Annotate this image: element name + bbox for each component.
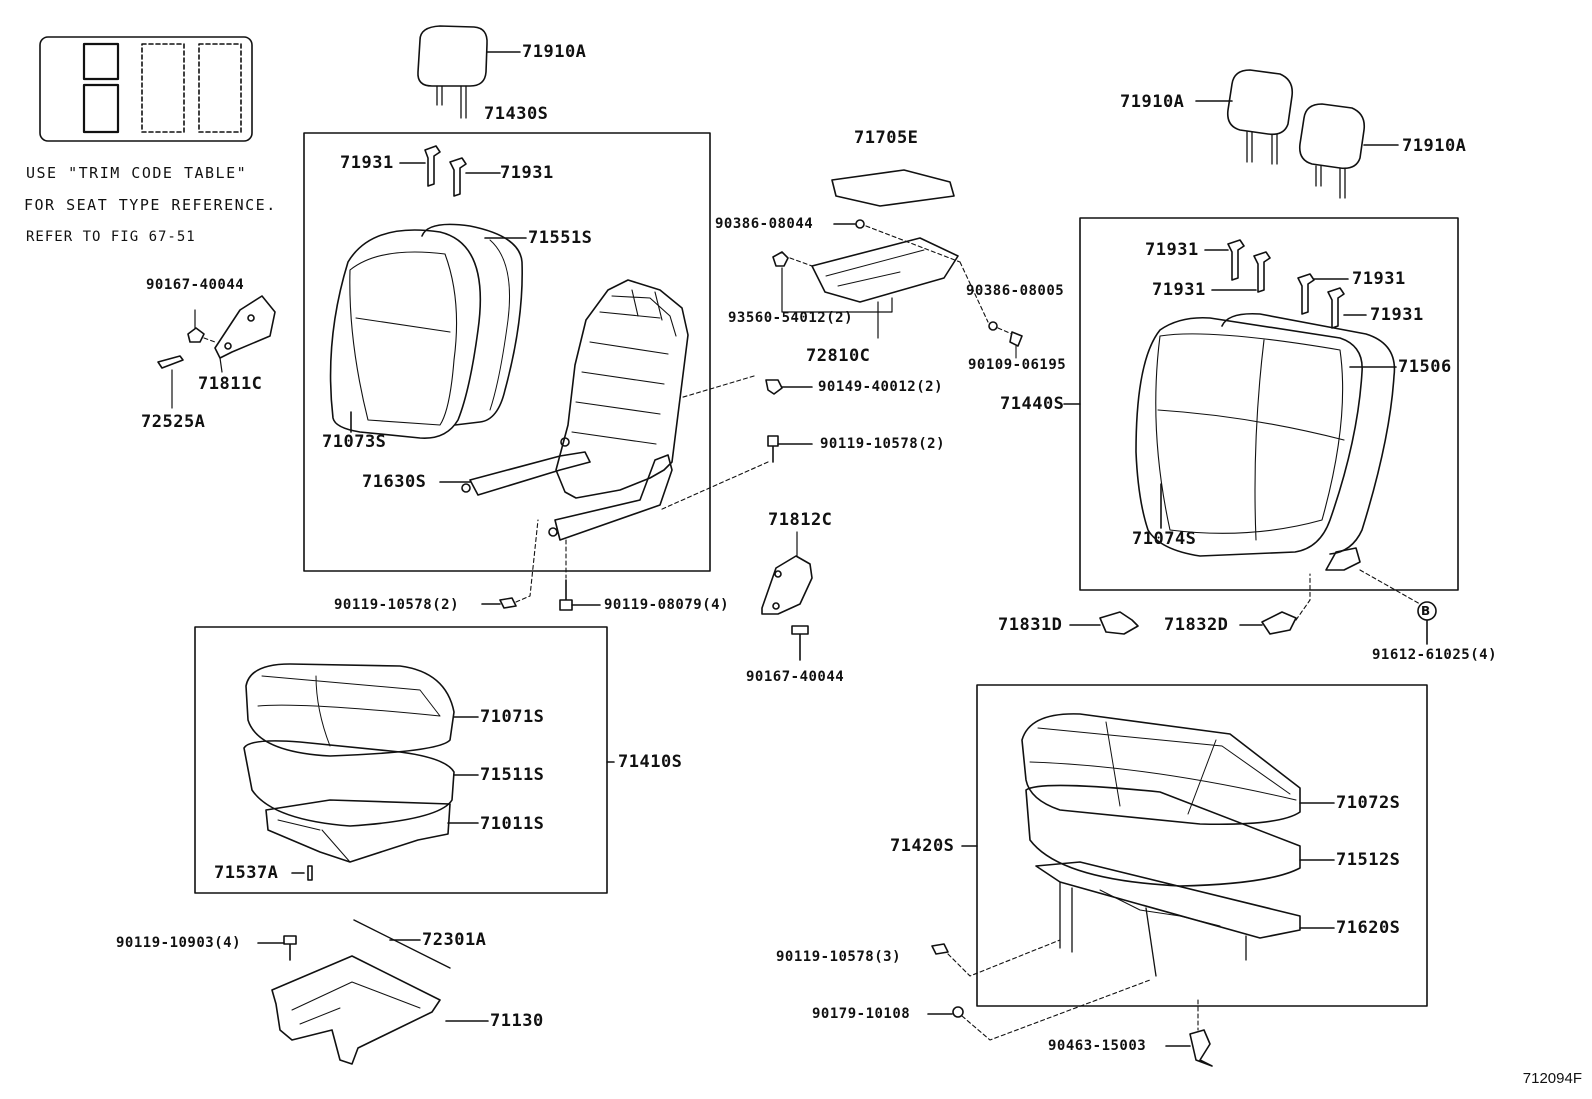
part-label: 90119-10578(2) <box>334 597 460 613</box>
hinge-cover-71831d-icon <box>1099 611 1139 635</box>
front-seat-cushion-box <box>194 626 608 894</box>
part-label: 71130 <box>490 1011 544 1031</box>
part-label: 71071S <box>480 707 545 727</box>
rear-seat-cushion-box <box>976 684 1428 1007</box>
seat-back-cover-icon <box>329 229 482 439</box>
part-label: 71420S <box>890 836 955 856</box>
part-label: 71831D <box>998 615 1063 635</box>
figure-code: 712094F <box>1522 1070 1582 1087</box>
part-label: 90149-40012(2) <box>818 379 944 395</box>
part-label: 71551S <box>528 228 593 248</box>
part-label: 91612-61025(4) <box>1372 647 1498 663</box>
cover-71811c-icon <box>157 295 276 369</box>
part-label: 71832D <box>1164 615 1229 635</box>
rear-cushion-frame-icon <box>1035 861 1301 977</box>
part-label: 71931 <box>340 153 394 173</box>
part-label: 71073S <box>322 432 387 452</box>
seat-back-frame-icon <box>461 279 689 541</box>
part-label: 93560-54012(2) <box>728 310 854 326</box>
part-label: 90386-08005 <box>966 283 1065 299</box>
part-label: 90167-40044 <box>146 277 245 293</box>
part-label: 71931 <box>1152 280 1206 300</box>
part-label: 71074S <box>1132 529 1197 549</box>
part-label: 90386-08044 <box>715 216 814 232</box>
part-label: 71512S <box>1336 850 1401 870</box>
seat-track-icon <box>271 955 441 1065</box>
part-label: 71910A <box>522 42 587 62</box>
part-label: 90119-10578(3) <box>776 949 902 965</box>
part-label: 71910A <box>1402 136 1467 156</box>
clip-71931-front-icon <box>424 145 467 197</box>
part-label: 90167-40044 <box>746 669 845 685</box>
part-label: 90119-10903(4) <box>116 935 242 951</box>
part-label: 71812C <box>768 510 833 530</box>
callout-b-label: B <box>1421 604 1431 618</box>
part-label: 71931 <box>1145 240 1199 260</box>
front-seat-back-box <box>303 132 711 572</box>
rear-seat-back-cover-icon <box>1135 316 1363 557</box>
rear-cushion-cover-icon <box>1021 713 1301 826</box>
part-label: 71620S <box>1336 918 1401 938</box>
part-label: 90119-08079(4) <box>604 597 730 613</box>
cushion-pad-icon <box>243 740 455 827</box>
cover-71812c-icon <box>761 555 813 615</box>
part-label: 71630S <box>362 472 427 492</box>
part-label: 71072S <box>1336 793 1401 813</box>
part-label: 90463-15003 <box>1048 1038 1147 1054</box>
armrest-icon <box>811 237 959 303</box>
hinge-cover-71832d-icon <box>1261 611 1297 635</box>
part-label: 72301A <box>422 930 487 950</box>
trim-code-legend-icon <box>39 36 253 142</box>
part-label: 90179-10108 <box>812 1006 911 1022</box>
cable-icon <box>353 919 451 969</box>
part-label: 72525A <box>141 412 206 432</box>
cushion-cover-icon <box>245 663 455 757</box>
part-label: 72810C <box>806 346 871 366</box>
rear-seat-back-pad-icon <box>1221 312 1396 555</box>
rear-cushion-pad-icon <box>1025 784 1301 887</box>
part-label: 71430S <box>484 104 549 124</box>
armrest-pad-icon <box>831 169 955 207</box>
part-label: 71440S <box>1000 394 1065 414</box>
trim-note-line1: USE "TRIM CODE TABLE" <box>26 164 248 182</box>
part-label: 71931 <box>1370 305 1424 325</box>
part-label: 71931 <box>500 163 554 183</box>
trim-note-line2: FOR SEAT TYPE REFERENCE. <box>24 196 277 214</box>
part-label: 71811C <box>198 374 263 394</box>
part-label: 90109-06195 <box>968 357 1067 373</box>
part-label: 71506 <box>1398 357 1452 377</box>
part-label: 71910A <box>1120 92 1185 112</box>
part-label: 71931 <box>1352 269 1406 289</box>
part-label: 71537A <box>214 863 279 883</box>
part-label: 90119-10578(2) <box>820 436 946 452</box>
cushion-frame-icon <box>265 799 451 863</box>
part-label: 71705E <box>854 128 919 148</box>
headrest-rear-right-icon <box>1298 103 1366 199</box>
part-label: 71410S <box>618 752 683 772</box>
headrest-rear-left-icon <box>1226 69 1294 165</box>
clamp-icon <box>1189 1029 1213 1067</box>
part-label: 71011S <box>480 814 545 834</box>
seat-back-pad-icon <box>421 223 523 426</box>
part-label: 71511S <box>480 765 545 785</box>
headrest-front-icon <box>417 25 488 119</box>
trim-note-line3: REFER TO FIG 67-51 <box>26 229 196 245</box>
